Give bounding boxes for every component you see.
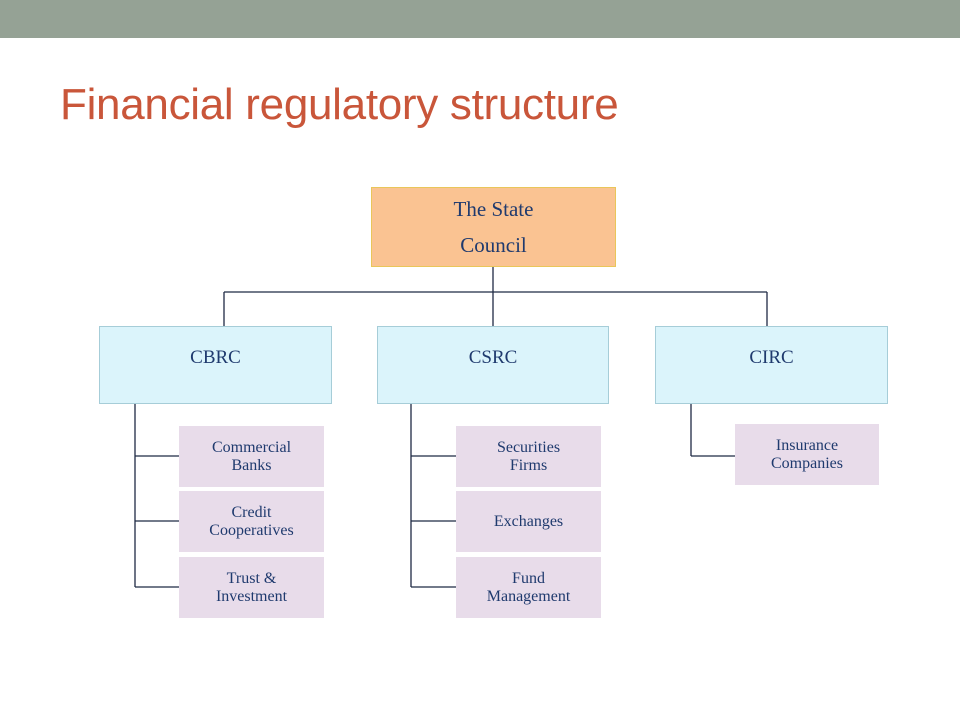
- institution-line1: Securities: [496, 438, 561, 456]
- institution-line1: Trust &: [226, 569, 277, 587]
- institution-trust-investment: Trust & Investment: [179, 557, 324, 618]
- regulator-csrc-box: CSRC: [377, 326, 609, 404]
- institution-fund-management: Fund Management: [456, 557, 601, 618]
- institution-securities-firms: Securities Firms: [456, 426, 601, 487]
- institution-insurance-companies: Insurance Companies: [735, 424, 879, 485]
- regulator-cbrc-box: CBRC: [99, 326, 332, 404]
- state-council-line1: The State: [453, 197, 534, 221]
- state-council-line2: Council: [460, 233, 527, 257]
- institution-line1: Credit: [231, 503, 272, 521]
- institution-line2: Cooperatives: [209, 521, 294, 539]
- institution-commercial-banks: Commercial Banks: [179, 426, 324, 487]
- institution-line1: Commercial: [211, 438, 292, 456]
- state-council-box: The State Council: [371, 187, 616, 267]
- regulator-csrc-label: CSRC: [468, 347, 518, 368]
- institution-line2: Investment: [215, 587, 288, 605]
- slide-title: Financial regulatory structure: [60, 80, 619, 129]
- institution-credit-cooperatives: Credit Cooperatives: [179, 491, 324, 552]
- institution-exchanges: Exchanges: [456, 491, 601, 552]
- institution-line1: Insurance: [775, 436, 839, 454]
- regulator-circ-box: CIRC: [655, 326, 888, 404]
- regulator-circ-label: CIRC: [749, 347, 794, 368]
- institution-line1: Exchanges: [493, 512, 564, 530]
- institution-line2: Companies: [771, 454, 843, 472]
- institution-line2: Management: [486, 587, 571, 605]
- top-bar: [0, 0, 960, 38]
- institution-line2: Banks: [231, 456, 272, 474]
- institution-line1: Fund: [512, 569, 545, 587]
- regulator-cbrc-label: CBRC: [190, 347, 241, 368]
- institution-line2: Firms: [509, 456, 548, 474]
